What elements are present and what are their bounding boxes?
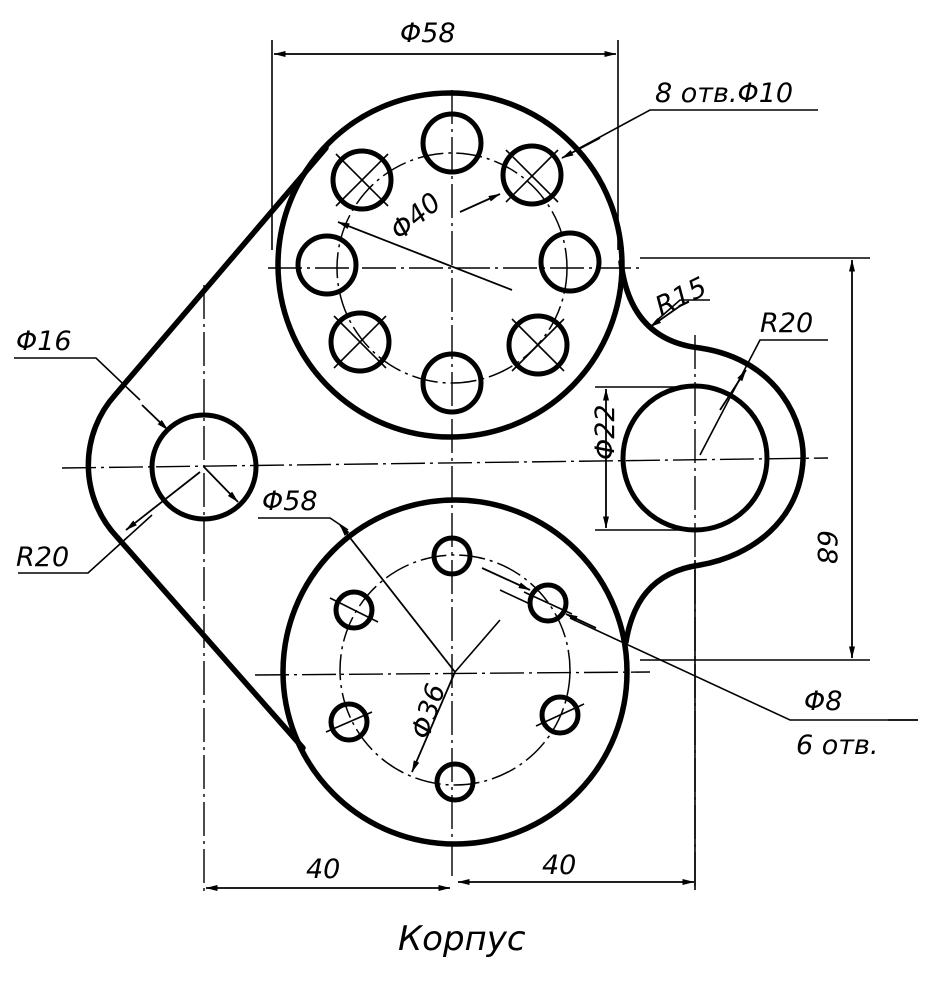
labels: Φ58 8 отв.Φ10 Φ40 R15 R20 Φ16 R20 Φ22 68… — [16, 18, 879, 959]
bottom-holes — [325, 535, 585, 803]
bottom-hole — [527, 582, 569, 624]
top-hole — [328, 310, 392, 374]
label-left-radius: R20 — [16, 542, 69, 573]
label-top-pcd: Φ40 — [385, 187, 448, 246]
bottom-boss-circle — [280, 497, 630, 847]
label-right-spacing: 40 — [542, 850, 576, 881]
top-hole — [420, 111, 484, 175]
top-pcd-circle — [336, 152, 568, 384]
dimension-lines — [14, 40, 918, 891]
left-hole — [149, 412, 259, 522]
label-bottom-holes-count: 6 отв. — [796, 730, 879, 761]
bottom-pcd-circle — [339, 554, 571, 786]
drawing-title: Корпус — [398, 919, 526, 959]
top-hole — [330, 148, 394, 212]
part-outline — [85, 90, 806, 847]
bottom-hole — [333, 589, 375, 631]
label-bottom-pcd: Φ36 — [405, 680, 452, 742]
bottom-hole — [539, 694, 581, 736]
top-hole — [506, 313, 570, 377]
label-bottom-diameter: Φ58 — [262, 486, 318, 517]
label-bottom-holes-dia: Φ8 — [804, 686, 842, 717]
label-r15: R15 — [650, 272, 711, 323]
left-hole-group — [149, 412, 259, 522]
top-hole — [295, 233, 359, 297]
left-lobe-outline — [85, 145, 329, 751]
right-lobe-outline — [618, 259, 806, 645]
label-left-spacing: 40 — [306, 854, 340, 885]
right-hole — [620, 383, 770, 533]
top-hole — [500, 143, 564, 207]
label-right-hole: Φ22 — [590, 404, 621, 460]
label-height: 68 — [811, 530, 842, 564]
top-holes — [295, 111, 602, 415]
top-hole — [538, 230, 602, 294]
bottom-hole — [431, 535, 473, 577]
bottom-hole — [328, 701, 370, 743]
label-left-hole: Φ16 — [16, 326, 72, 357]
label-top-holes: 8 отв.Φ10 — [655, 78, 793, 109]
label-right-radius: R20 — [760, 308, 813, 339]
right-hole-group — [620, 383, 770, 533]
top-hole — [420, 351, 484, 415]
bottom-hole — [434, 761, 476, 803]
label-top-diameter: Φ58 — [400, 18, 456, 49]
